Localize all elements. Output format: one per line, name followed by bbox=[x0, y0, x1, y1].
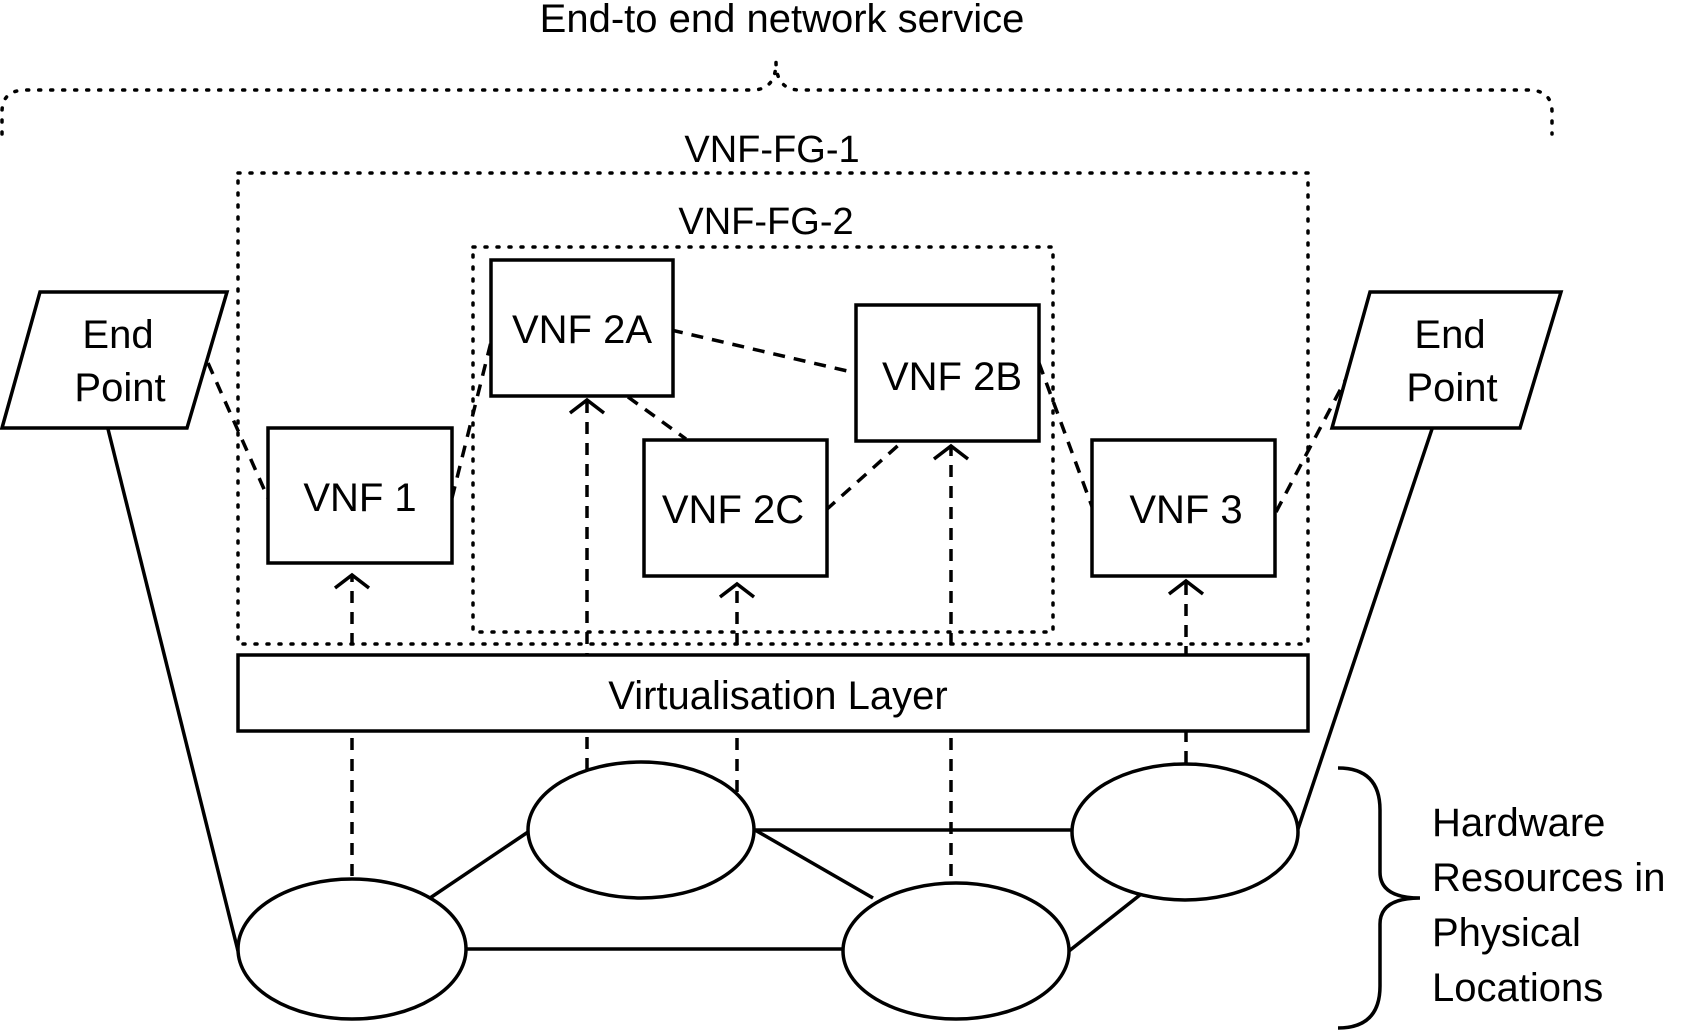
hardware-node-4 bbox=[1070, 762, 1300, 902]
link-hw3-hw4 bbox=[1067, 889, 1147, 953]
hardware-node-1 bbox=[236, 877, 468, 1021]
end-point-right: End Point bbox=[1329, 290, 1564, 430]
vnf-fg-1-boundary bbox=[236, 171, 1310, 646]
vnf-2a: VNF 2A bbox=[489, 258, 675, 398]
vnf-2c: VNF 2C bbox=[642, 438, 829, 578]
vnf-1-label: VNF 1 bbox=[303, 476, 416, 520]
fwd-vnf1-vnf2a bbox=[450, 329, 496, 499]
vnf-2b: VNF 2B bbox=[854, 303, 1041, 443]
fwd-vnf2b-vnf3 bbox=[1037, 362, 1096, 513]
vnf-fg-2-label: VNF-FG-2 bbox=[678, 201, 853, 243]
end-point-left: End Point bbox=[0, 290, 230, 430]
hardware-label-line1: Hardware bbox=[1432, 801, 1605, 845]
virtualisation-layer-label: Virtualisation Layer bbox=[608, 674, 947, 718]
arrow-vnf2b bbox=[932, 443, 970, 461]
arrow-vnf2c bbox=[718, 581, 756, 599]
hardware-resources bbox=[236, 760, 1300, 1021]
end-to-end-service-label: End-to end network service bbox=[540, 0, 1025, 41]
arrow-vnf2a bbox=[568, 397, 606, 415]
fwd-vnf2a-vnf2c bbox=[626, 395, 688, 441]
hardware-label: Hardware Resources in Physical Locations bbox=[1432, 801, 1665, 1010]
vnf-fg-2-boundary bbox=[471, 245, 1055, 634]
end-point-left-line1: End bbox=[82, 313, 153, 357]
arrow-vnf3 bbox=[1167, 578, 1205, 596]
fwd-vnf2a-vnf2b bbox=[670, 328, 857, 375]
virtualisation-layer: Virtualisation Layer bbox=[236, 653, 1310, 733]
vnf-fg-1-label: VNF-FG-1 bbox=[684, 129, 859, 171]
hardware-node-3 bbox=[841, 881, 1071, 1021]
link-hw2-hw3 bbox=[754, 828, 874, 900]
fwd-vnf2c-vnf2b bbox=[824, 440, 904, 512]
hardware-label-line3: Physical bbox=[1432, 911, 1581, 955]
vnf-2c-label: VNF 2C bbox=[662, 488, 804, 532]
end-point-right-line1: End bbox=[1414, 313, 1485, 357]
forwarding-links bbox=[206, 328, 1359, 513]
physical-links bbox=[106, 428, 1434, 953]
hardware-node-2 bbox=[526, 760, 756, 900]
vnf-3-label: VNF 3 bbox=[1129, 488, 1242, 532]
link-left-endpoint-hw1 bbox=[106, 428, 240, 952]
fwd-endpoint-vnf1 bbox=[206, 362, 270, 499]
hardware-label-line2: Resources in bbox=[1432, 856, 1665, 900]
fwd-vnf3-endpoint bbox=[1274, 357, 1359, 513]
vnf-1: VNF 1 bbox=[266, 426, 454, 565]
vnf-2b-label: VNF 2B bbox=[882, 355, 1022, 399]
hardware-label-line4: Locations bbox=[1432, 966, 1603, 1010]
link-right-endpoint-hw4 bbox=[1295, 428, 1434, 833]
end-point-left-line2: Point bbox=[74, 366, 165, 410]
arrow-vnf1 bbox=[333, 572, 371, 590]
link-hw1-hw2 bbox=[429, 828, 532, 900]
end-point-right-line2: Point bbox=[1406, 366, 1497, 410]
vnf-3: VNF 3 bbox=[1090, 438, 1277, 578]
hardware-brace bbox=[1337, 766, 1421, 1030]
vnf-2a-label: VNF 2A bbox=[512, 308, 652, 352]
end-to-end-service-brace bbox=[0, 61, 1554, 136]
